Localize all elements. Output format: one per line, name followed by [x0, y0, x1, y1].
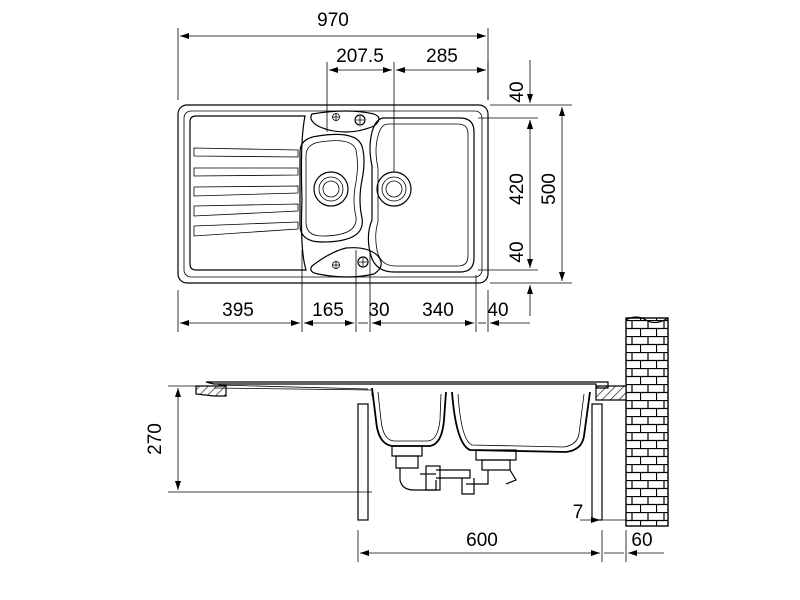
drainer-profile — [205, 381, 609, 389]
dim-right-edge: 40 — [487, 300, 508, 321]
top-view: 970 207.5 285 40 420 40 500 — [177, 10, 572, 332]
large-bowl-section — [451, 391, 591, 453]
dim-overall-width: 970 — [317, 10, 349, 31]
cabinet-panel-right — [591, 403, 603, 521]
small-bowl — [299, 133, 365, 243]
dim-hole-offset-left: 207.5 — [336, 46, 384, 67]
dim-overall-depth: 500 — [539, 173, 560, 205]
small-bowl-drain — [313, 171, 349, 207]
side-view: 270 7 600 60 — [145, 316, 669, 562]
dim-large-bowl-width: 340 — [422, 300, 454, 321]
tap-hole-pod-bottom — [310, 247, 382, 278]
waste-trap — [391, 445, 517, 495]
small-bowl-inner — [305, 140, 358, 237]
small-bowl-drain-inner — [318, 176, 344, 202]
drainer-board — [189, 115, 307, 271]
wall-break-line — [625, 316, 669, 324]
brick-wall — [625, 317, 669, 527]
dim-cabinet-width: 600 — [466, 530, 498, 551]
dim-small-bowl-width: 165 — [312, 300, 344, 321]
dim-hole-offset-right: 285 — [426, 46, 458, 67]
tap-hole-2 — [354, 114, 366, 126]
dim-bowl-depth: 420 — [507, 173, 528, 205]
large-bowl — [367, 117, 475, 273]
dim-sink-depth: 270 — [145, 423, 166, 455]
sink-outline — [177, 104, 489, 284]
countertop-right — [595, 385, 627, 401]
dim-top-margin: 40 — [507, 81, 528, 102]
dim-drainer-width: 395 — [222, 300, 254, 321]
drainer-grooves — [193, 147, 299, 237]
tap-hole-4 — [357, 256, 369, 268]
dim-bottom-margin: 40 — [507, 241, 528, 262]
large-bowl-drain-inner — [381, 176, 407, 202]
dim-cabinet-gap: 7 — [573, 502, 584, 523]
tap-hole-pod-top — [310, 110, 380, 133]
dim-divider-width: 30 — [368, 300, 389, 321]
dim-wall-offset: 60 — [631, 530, 652, 551]
large-bowl-inner — [375, 123, 469, 267]
cabinet-panel-left — [357, 403, 369, 521]
countertop-left — [195, 385, 227, 397]
